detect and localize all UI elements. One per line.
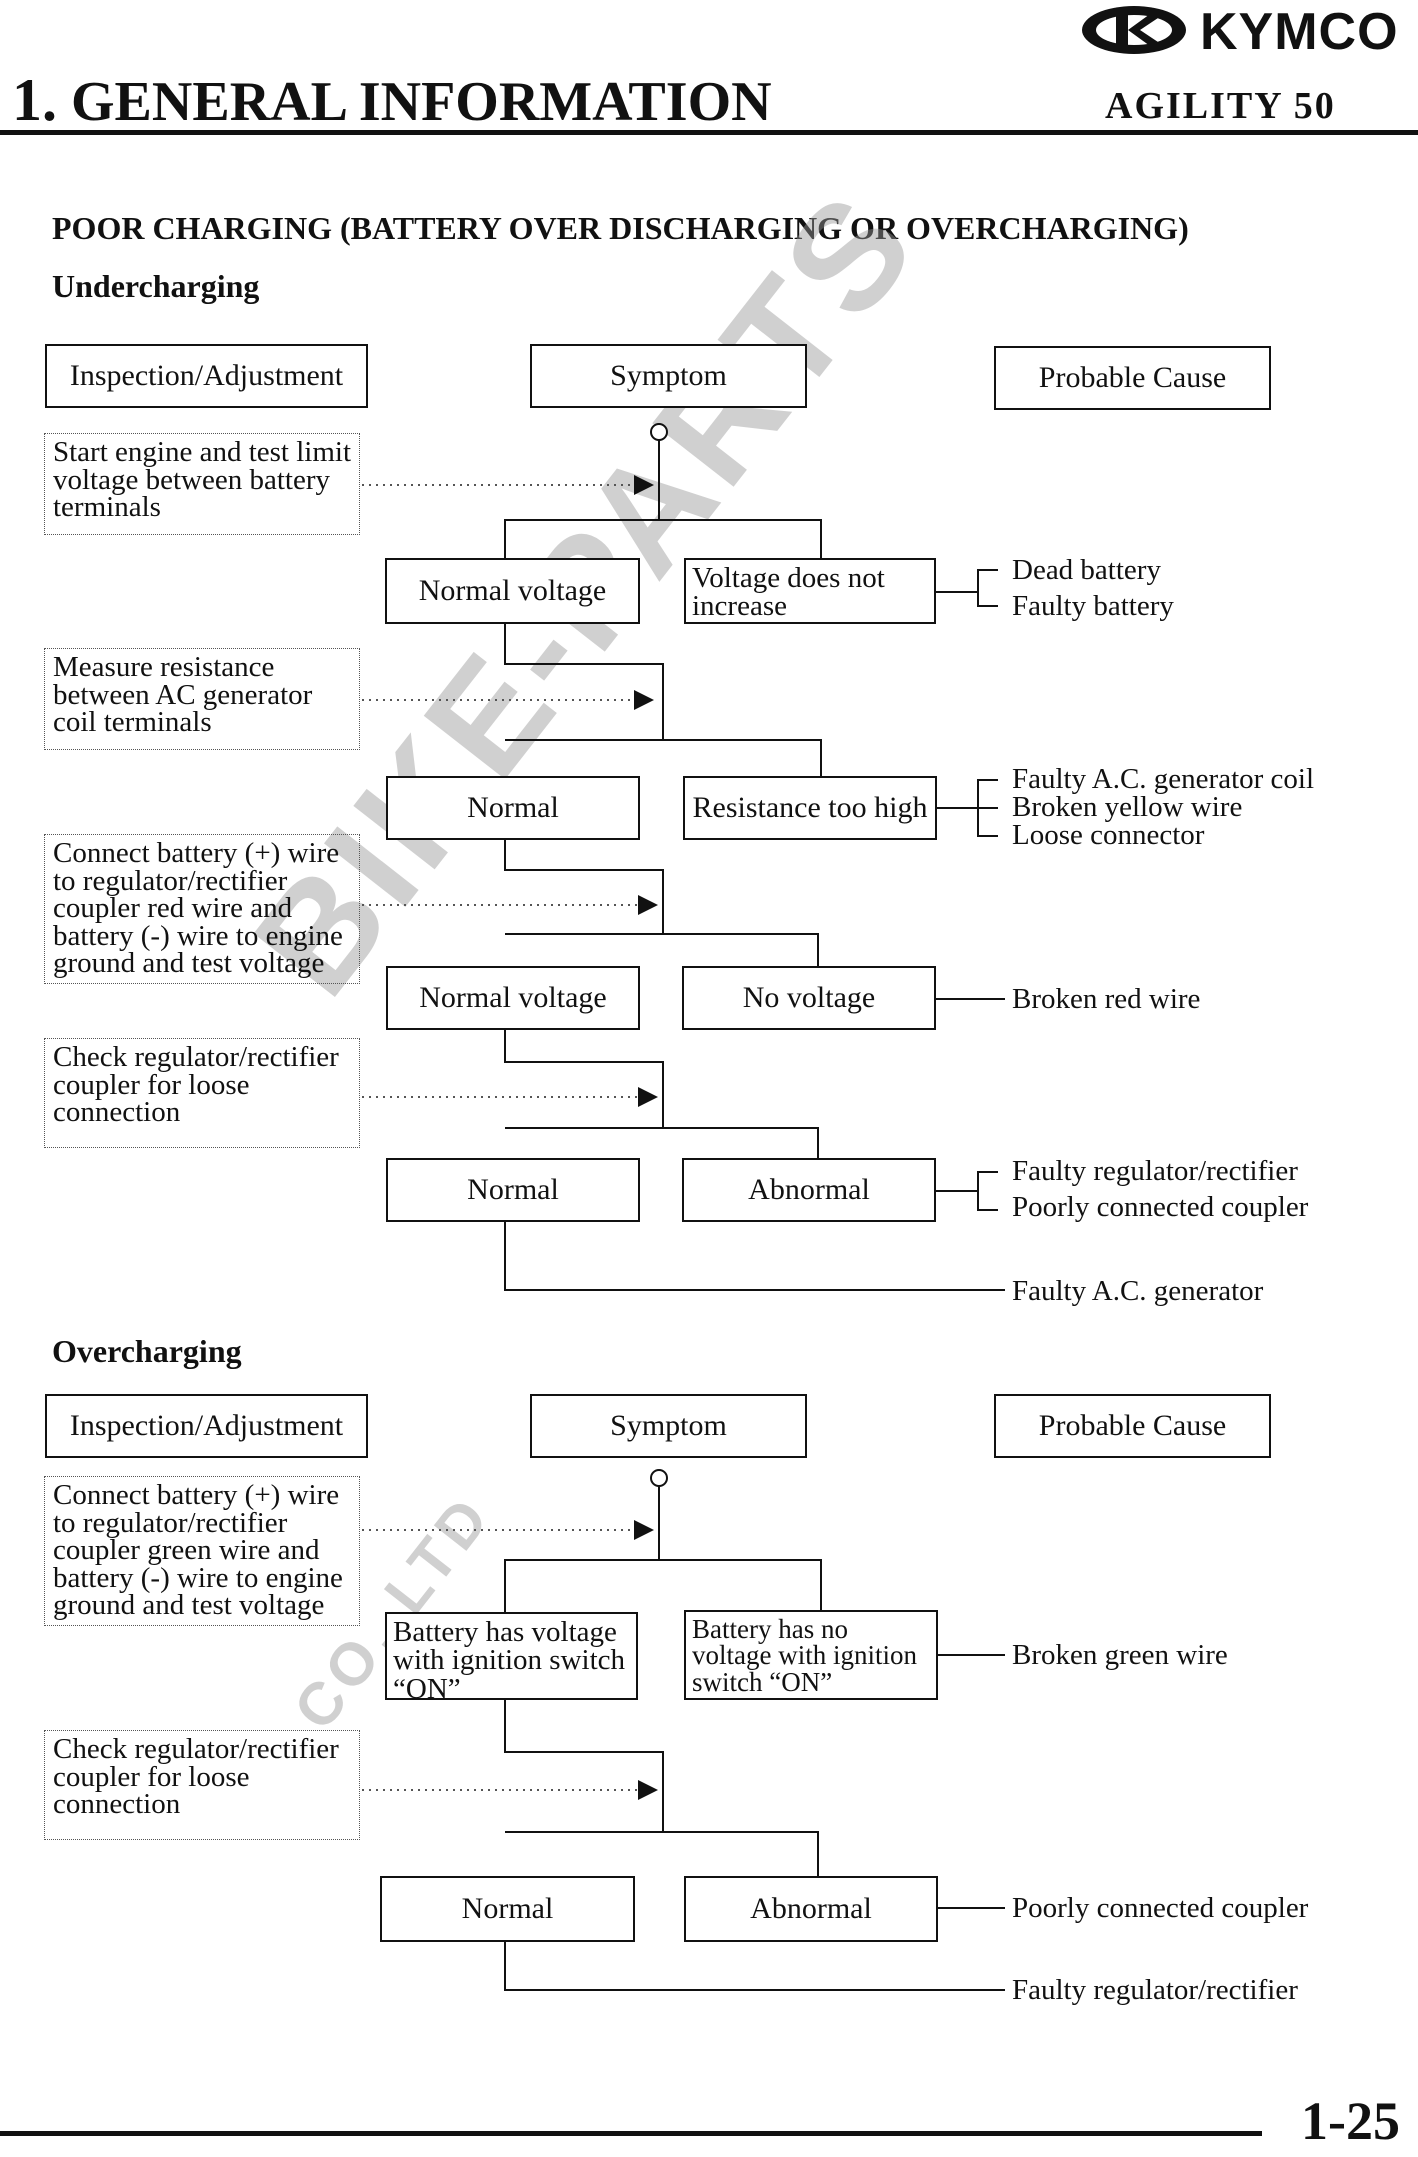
symptom-abnormal-2: Abnormal (684, 1876, 938, 1942)
step-check-coupler-2: Check regulator/rectifier coupler for lo… (44, 1730, 360, 1840)
brand-name: KYMCO (1200, 3, 1399, 61)
symptom-abnormal: Abnormal (682, 1158, 936, 1222)
kymco-logo (1072, 0, 1418, 64)
footer-rule (0, 2131, 1262, 2136)
symptom-no-voltage: No voltage (682, 966, 936, 1030)
model-name: AGILITY 50 (1105, 85, 1336, 127)
symptom-normal-3: Normal (380, 1876, 635, 1942)
step-connect-red-wire: Connect battery (+) wire to regulator/re… (44, 834, 360, 984)
cause-broken-green-wire: Broken green wire (1012, 1639, 1228, 1671)
symptom-battery-no-voltage: Battery has no voltage with ignition swi… (684, 1610, 938, 1700)
chapter-number: 1. (12, 67, 57, 133)
header-inspection-2: Inspection/Adjustment (45, 1394, 368, 1458)
symptom-normal: Normal (386, 776, 640, 840)
page-number: 1-25 (1301, 2091, 1400, 2151)
cause-faulty-regulator-rectifier: Faulty regulator/rectifier (1012, 1155, 1298, 1187)
cause-faulty-ac-generator: Faulty A.C. generator (1012, 1275, 1264, 1307)
cause-broken-red-wire: Broken red wire (1012, 983, 1201, 1015)
header-probable-cause: Probable Cause (994, 346, 1271, 410)
cause-poorly-connected-coupler: Poorly connected coupler (1012, 1191, 1309, 1223)
symptom-battery-has-voltage: Battery has voltage with ignition switch… (385, 1612, 638, 1703)
chapter-title: GENERAL INFORMATION (71, 71, 772, 133)
undercharging-heading: Undercharging (52, 268, 260, 304)
header-rule (0, 130, 1418, 135)
cause-faulty-battery: Faulty battery (1012, 590, 1174, 622)
cause-broken-yellow-wire: Broken yellow wire (1012, 791, 1243, 823)
cause-poorly-connected-coupler-2: Poorly connected coupler (1012, 1892, 1309, 1924)
overcharging-heading: Overcharging (52, 1333, 242, 1369)
header-symptom: Symptom (530, 344, 807, 408)
chapter-heading: 1. GENERAL INFORMATION (12, 66, 772, 135)
step-connect-green-wire: Connect battery (+) wire to regulator/re… (44, 1476, 360, 1626)
cause-loose-connector: Loose connector (1012, 819, 1205, 851)
cause-faulty-regulator-rectifier-2: Faulty regulator/rectifier (1012, 1974, 1298, 2006)
header-inspection: Inspection/Adjustment (45, 344, 368, 408)
symptom-voltage-not-increase: Voltage does not increase (684, 558, 936, 624)
cause-dead-battery: Dead battery (1012, 554, 1161, 586)
symptom-normal-voltage-2: Normal voltage (386, 966, 640, 1030)
cause-faulty-ac-generator-coil: Faulty A.C. generator coil (1012, 763, 1315, 795)
step-check-coupler: Check regulator/rectifier coupler for lo… (44, 1038, 360, 1148)
header-probable-cause-2: Probable Cause (994, 1394, 1271, 1458)
symptom-resistance-too-high: Resistance too high (683, 776, 937, 840)
kymco-logo-mark (1082, 6, 1186, 54)
header-symptom-2: Symptom (530, 1394, 807, 1458)
symptom-normal-2: Normal (386, 1158, 640, 1222)
symptom-normal-voltage: Normal voltage (385, 558, 640, 624)
step-measure-resistance: Measure resistance between AC generator … (44, 648, 360, 750)
step-test-limit-voltage: Start engine and test limit voltage betw… (44, 433, 360, 535)
page-title: POOR CHARGING (BATTERY OVER DISCHARGING … (52, 210, 1189, 246)
